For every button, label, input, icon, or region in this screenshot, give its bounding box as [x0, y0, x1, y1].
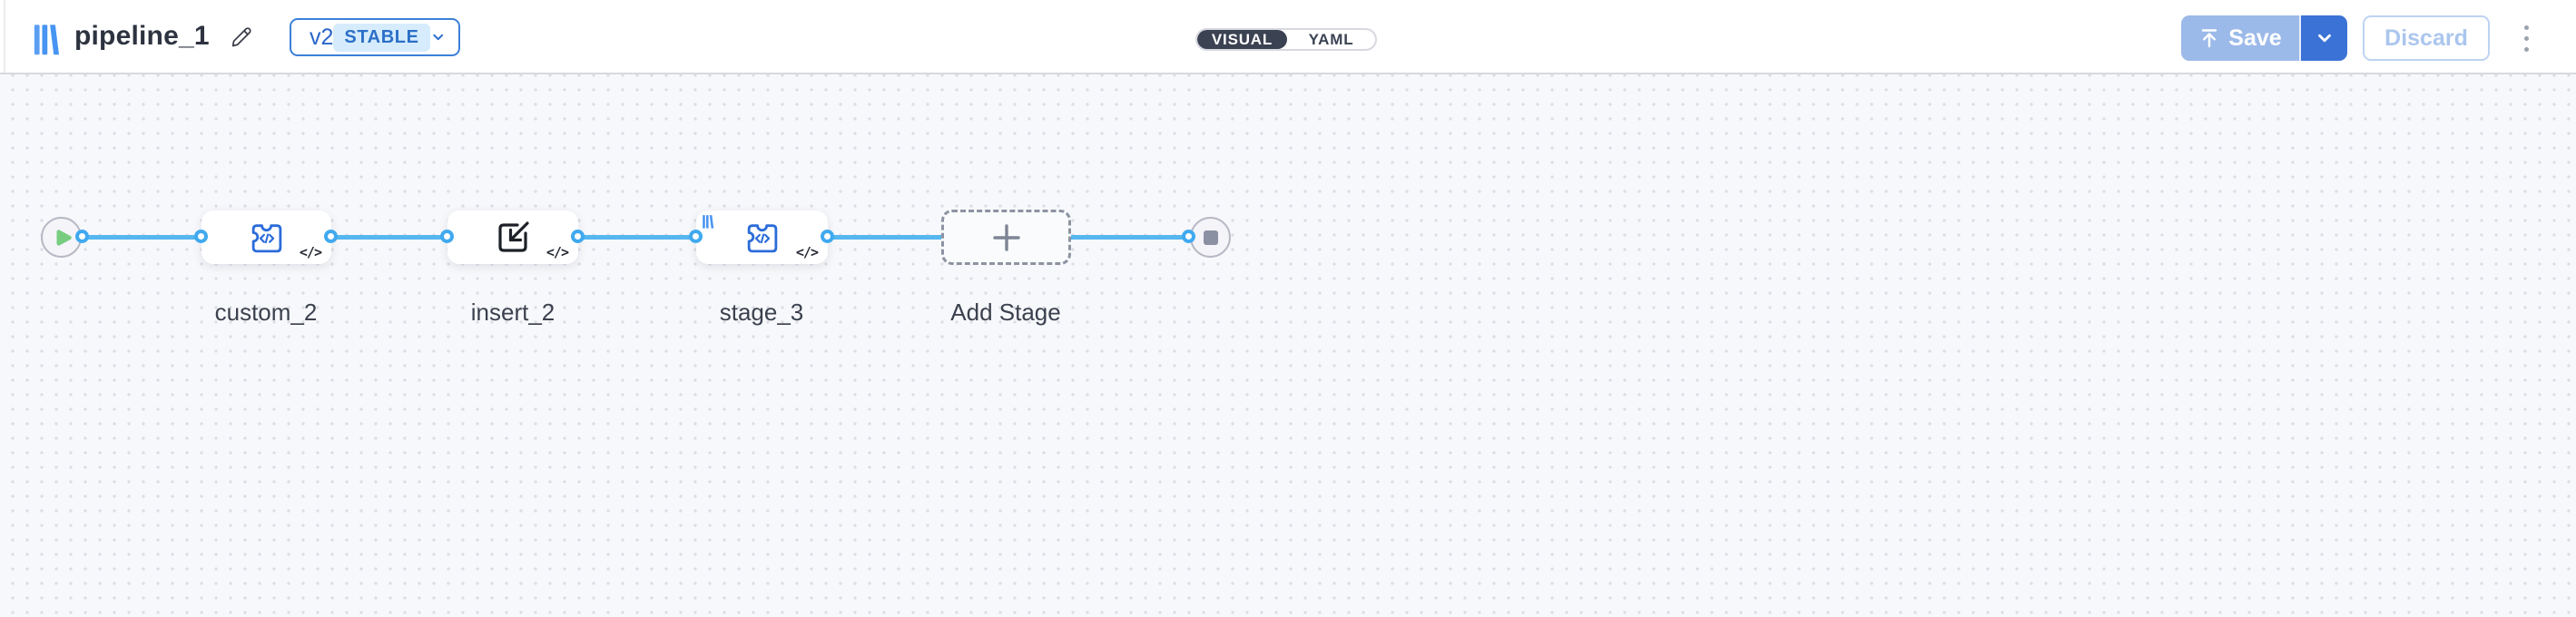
upload-icon: [2202, 29, 2217, 48]
discard-button-label: Discard: [2384, 24, 2468, 51]
view-mode-toggle: VISUAL YAML: [1195, 28, 1377, 51]
top-bar: pipeline_1 v2 STABLE VISUAL YAML S: [0, 0, 2576, 74]
version-status-badge: STABLE: [333, 23, 430, 52]
pipeline-canvas[interactable]: </> </> </>: [0, 74, 2576, 617]
code-glyph: </>: [546, 244, 569, 260]
pipeline-start-node[interactable]: [41, 217, 82, 258]
code-glyph: </>: [299, 244, 322, 260]
plus-icon: [992, 223, 1020, 251]
add-stage-button[interactable]: [941, 210, 1071, 265]
edit-pencil-icon[interactable]: [229, 24, 254, 50]
puzzle-code-icon: [747, 223, 777, 252]
connection-port[interactable]: [75, 230, 89, 243]
stage-label-custom-2: custom_2: [214, 299, 318, 326]
save-button[interactable]: Save: [2181, 15, 2301, 61]
stage-label-stage-3: stage_3: [719, 299, 804, 326]
version-dropdown[interactable]: v2 STABLE: [290, 18, 460, 56]
chevron-down-icon: [432, 34, 443, 41]
kebab-menu-icon[interactable]: [2516, 18, 2536, 58]
add-stage-label: Add Stage: [950, 299, 1061, 326]
connection-port[interactable]: [1182, 230, 1195, 243]
tab-yaml[interactable]: YAML: [1308, 30, 1354, 48]
connection-line: [80, 235, 1195, 240]
chevron-down-icon: [2317, 34, 2331, 43]
connection-port[interactable]: [821, 230, 834, 243]
save-split-button: Save: [2181, 15, 2347, 61]
code-glyph: </>: [795, 244, 819, 260]
connection-port[interactable]: [571, 230, 585, 243]
brand-logo-icon[interactable]: [34, 22, 59, 56]
connection-port[interactable]: [440, 230, 454, 243]
left-edge-divider: [4, 0, 5, 73]
brand-badge-icon: [703, 215, 714, 229]
stage-node-insert-2[interactable]: </>: [447, 211, 578, 264]
stage-label-insert-2: insert_2: [470, 299, 556, 326]
stage-node-stage-3[interactable]: </>: [696, 211, 828, 264]
stop-icon: [1203, 230, 1218, 245]
tab-visual[interactable]: VISUAL: [1197, 30, 1287, 49]
play-icon: [56, 229, 72, 246]
stage-node-custom-2[interactable]: </>: [202, 211, 331, 264]
connection-port[interactable]: [324, 230, 338, 243]
pipeline-end-node[interactable]: [1190, 217, 1231, 258]
connection-port[interactable]: [194, 230, 208, 243]
puzzle-code-icon: [251, 223, 281, 252]
discard-button[interactable]: Discard: [2363, 15, 2490, 61]
import-icon: [498, 220, 529, 252]
connection-port[interactable]: [689, 230, 703, 243]
save-options-button[interactable]: [2301, 15, 2347, 61]
version-label: v2: [310, 24, 334, 50]
page-title: pipeline_1: [74, 21, 210, 51]
save-button-label: Save: [2228, 24, 2282, 51]
